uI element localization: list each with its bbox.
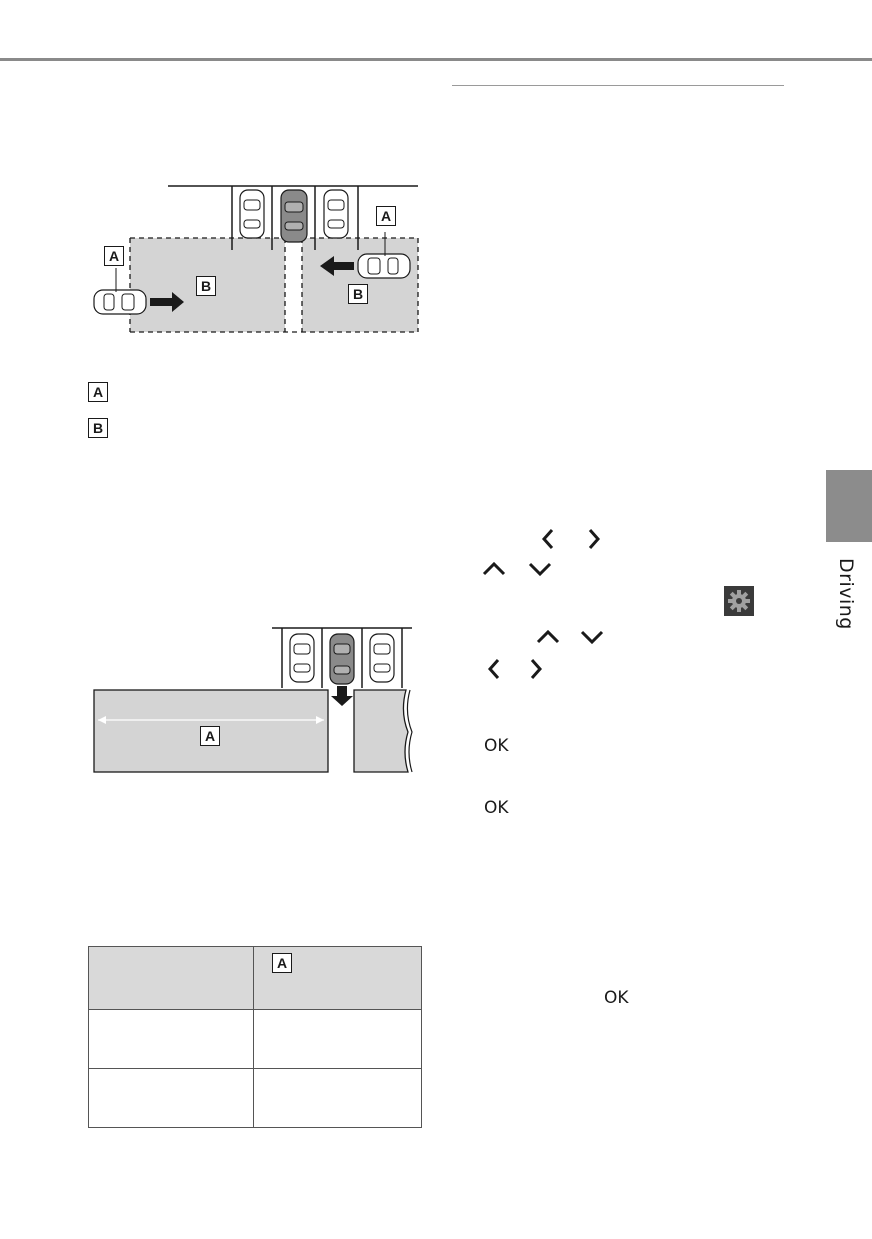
side-tab-label: Driving <box>835 558 857 630</box>
header-rule <box>0 58 872 61</box>
diagram-label-a-right: A <box>376 206 396 226</box>
legend-label-a: A <box>88 382 108 402</box>
parked-car-1 <box>239 189 265 239</box>
diagram-label-b-right: B <box>348 284 368 304</box>
table-row <box>88 1009 422 1069</box>
left-right-chevrons-2 <box>487 659 543 679</box>
parked-car-1 <box>289 633 315 683</box>
spec-table: A <box>88 946 422 1128</box>
up-down-chevrons-2 <box>536 629 604 645</box>
table-label-a: A <box>272 953 292 973</box>
settings-gear-icon <box>724 586 754 616</box>
parked-car-highlighted <box>329 633 355 685</box>
arrow-down-icon <box>331 686 353 706</box>
legend-label-b: B <box>88 418 108 438</box>
chevron-up-icon <box>536 629 560 644</box>
space-zone-right <box>353 689 409 773</box>
arrow-left-icon <box>320 256 354 276</box>
table-cell <box>88 1068 254 1128</box>
chevron-right-icon <box>530 659 543 679</box>
diagram-label-a-width: A <box>200 726 220 746</box>
parking-detection-diagram <box>93 185 419 333</box>
left-right-chevrons <box>541 529 601 549</box>
table-header-cell-a: A <box>253 946 422 1010</box>
ok-button-label: OK <box>484 736 509 756</box>
table-cell <box>253 1068 422 1128</box>
chevron-up-icon <box>482 561 506 576</box>
up-down-chevrons <box>482 561 552 577</box>
moving-car-left <box>93 289 147 315</box>
side-tab <box>826 470 872 542</box>
chevron-down-icon <box>528 562 552 577</box>
moving-car-right <box>357 253 411 279</box>
parking-space-diagram <box>93 627 413 773</box>
section-rule <box>452 85 784 86</box>
parked-car-highlighted <box>280 189 308 243</box>
chevron-down-icon <box>580 630 604 645</box>
chevron-left-icon <box>487 659 500 679</box>
chevron-right-icon <box>588 529 601 549</box>
table-cell <box>253 1009 422 1069</box>
diagram-label-a-left: A <box>104 246 124 266</box>
ok-button-label: OK <box>484 798 509 818</box>
parked-car-3 <box>369 633 395 683</box>
parked-car-3 <box>323 189 349 239</box>
ok-button-label: OK <box>604 988 629 1008</box>
table-cell <box>88 1009 254 1069</box>
table-header-row: A <box>88 946 422 1010</box>
chevron-left-icon <box>541 529 554 549</box>
arrow-right-icon <box>150 292 184 312</box>
table-header-cell <box>88 946 254 1010</box>
diagram-label-b-left: B <box>196 276 216 296</box>
table-row <box>88 1068 422 1128</box>
